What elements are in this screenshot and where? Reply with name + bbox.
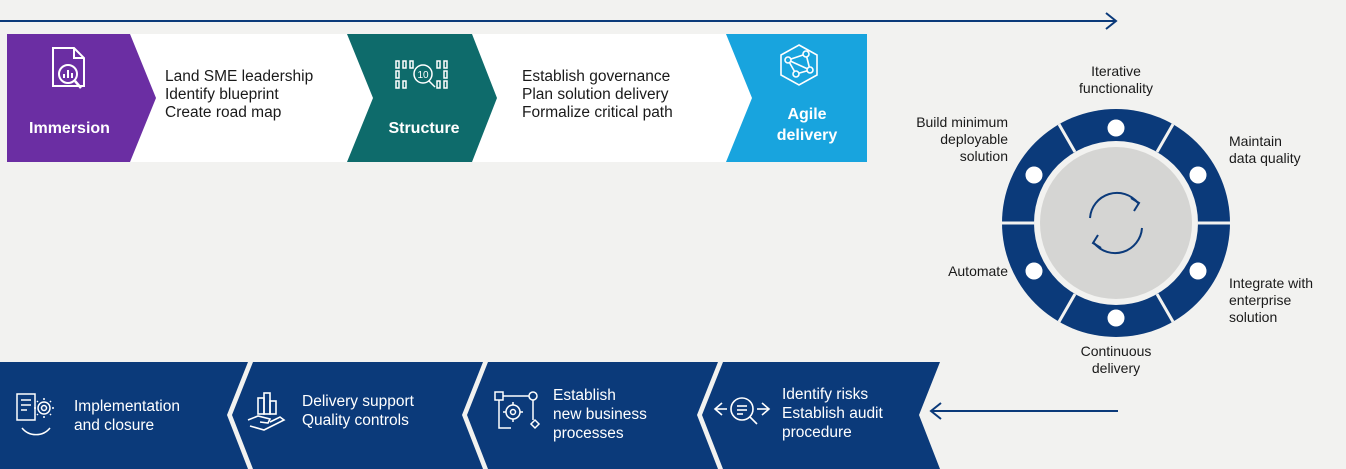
delivery-support-chevron [232, 362, 483, 469]
implementation-text: Implementation and closure [74, 397, 180, 435]
implementation-chevron [0, 362, 248, 469]
cycle-label-line: Iterative [1091, 63, 1141, 79]
bottom-step-line: Delivery support [302, 393, 414, 410]
immersion-label: Immersion [29, 120, 110, 137]
document-magnifier-icon [52, 47, 85, 89]
cycle-node [1186, 259, 1210, 283]
business-processes-text: Establish new business processes [553, 386, 647, 443]
identify-risks-chevron [702, 362, 940, 469]
bottom-step-line: Identify risks [782, 386, 869, 403]
cycle-label-bottom: Continuous delivery [1060, 343, 1172, 377]
structure-item: Establish governance [522, 68, 671, 85]
delivery-support-text: Delivery support Quality controls [302, 392, 414, 430]
cycle-label-top: Iterative functionality [1060, 63, 1172, 97]
immersion-item: Create road map [165, 104, 282, 121]
structure-label: Structure [388, 120, 460, 137]
business-processes-chevron [467, 362, 718, 469]
immersion-item: Land SME leadership [165, 68, 314, 85]
structure-item: Formalize critical path [522, 104, 673, 121]
immersion-chevron [7, 34, 156, 162]
cycle-label-line: functionality [1079, 80, 1153, 96]
binary-search-icon: 10 [395, 60, 448, 89]
immersion-item: Identify blueprint [165, 86, 279, 103]
agile-delivery-label-line: delivery [776, 127, 838, 144]
cycle-label-line: delivery [1091, 360, 1141, 376]
bottom-step-line: Establish audit [782, 405, 883, 422]
bottom-step-line: Quality controls [302, 412, 409, 429]
cycle-node [1022, 163, 1046, 187]
svg-text:10: 10 [417, 70, 429, 81]
cycle-label-bottom-right: Integrate with enterprise solution [1229, 275, 1313, 326]
network-nodes-icon [780, 44, 818, 86]
cycle-node [1104, 116, 1128, 140]
cycle-arrows-icon [1089, 191, 1143, 255]
cycle-label-top-left: Build minimum deployable solution [880, 114, 1008, 165]
bottom-step-line: Establish [553, 387, 616, 404]
document-gear-icon [16, 393, 54, 436]
bottom-step-line: procedure [782, 424, 852, 441]
magnifier-arrows-icon [713, 397, 771, 425]
bottom-step-line: Implementation [74, 398, 180, 415]
cycle-node [1022, 259, 1046, 283]
cycle-label-line: Build minimum [916, 114, 1008, 130]
cycle-label-line: enterprise [1229, 292, 1292, 308]
cycle-label-left: Automate [900, 263, 1008, 280]
structure-chevron [347, 34, 497, 162]
cycle-node [1186, 163, 1210, 187]
structure-item: Plan solution delivery [522, 86, 669, 103]
cycle-label-line: solution [1229, 309, 1278, 325]
cycle-label-line: Continuous [1080, 343, 1152, 359]
cycle-label-line: deployable [940, 131, 1008, 147]
bottom-step-line: processes [553, 425, 624, 442]
identify-risks-text: Identify risks Establish audit procedure [782, 385, 883, 442]
structure-items: Establish governance Plan solution deliv… [522, 68, 673, 122]
cycle-label-line: solution [959, 148, 1008, 164]
cycle-label-line: Automate [948, 263, 1008, 279]
cycle-label-line: Maintain [1229, 133, 1282, 149]
process-gears-icon [494, 391, 541, 430]
cycle-node [1104, 306, 1128, 330]
agile-delivery-label: Agile delivery [752, 104, 862, 146]
agile-delivery-block [726, 34, 867, 162]
cycle-label-top-right: Maintain data quality [1229, 133, 1301, 167]
agile-delivery-label-line: Agile [787, 106, 827, 123]
bottom-step-line: and closure [74, 417, 155, 434]
hand-chart-icon [247, 392, 286, 431]
immersion-items: Land SME leadership Identify blueprint C… [165, 68, 313, 122]
cycle-label-line: data quality [1229, 150, 1301, 166]
bottom-step-line: new business [553, 406, 647, 423]
cycle-label-line: Integrate with [1229, 275, 1314, 291]
